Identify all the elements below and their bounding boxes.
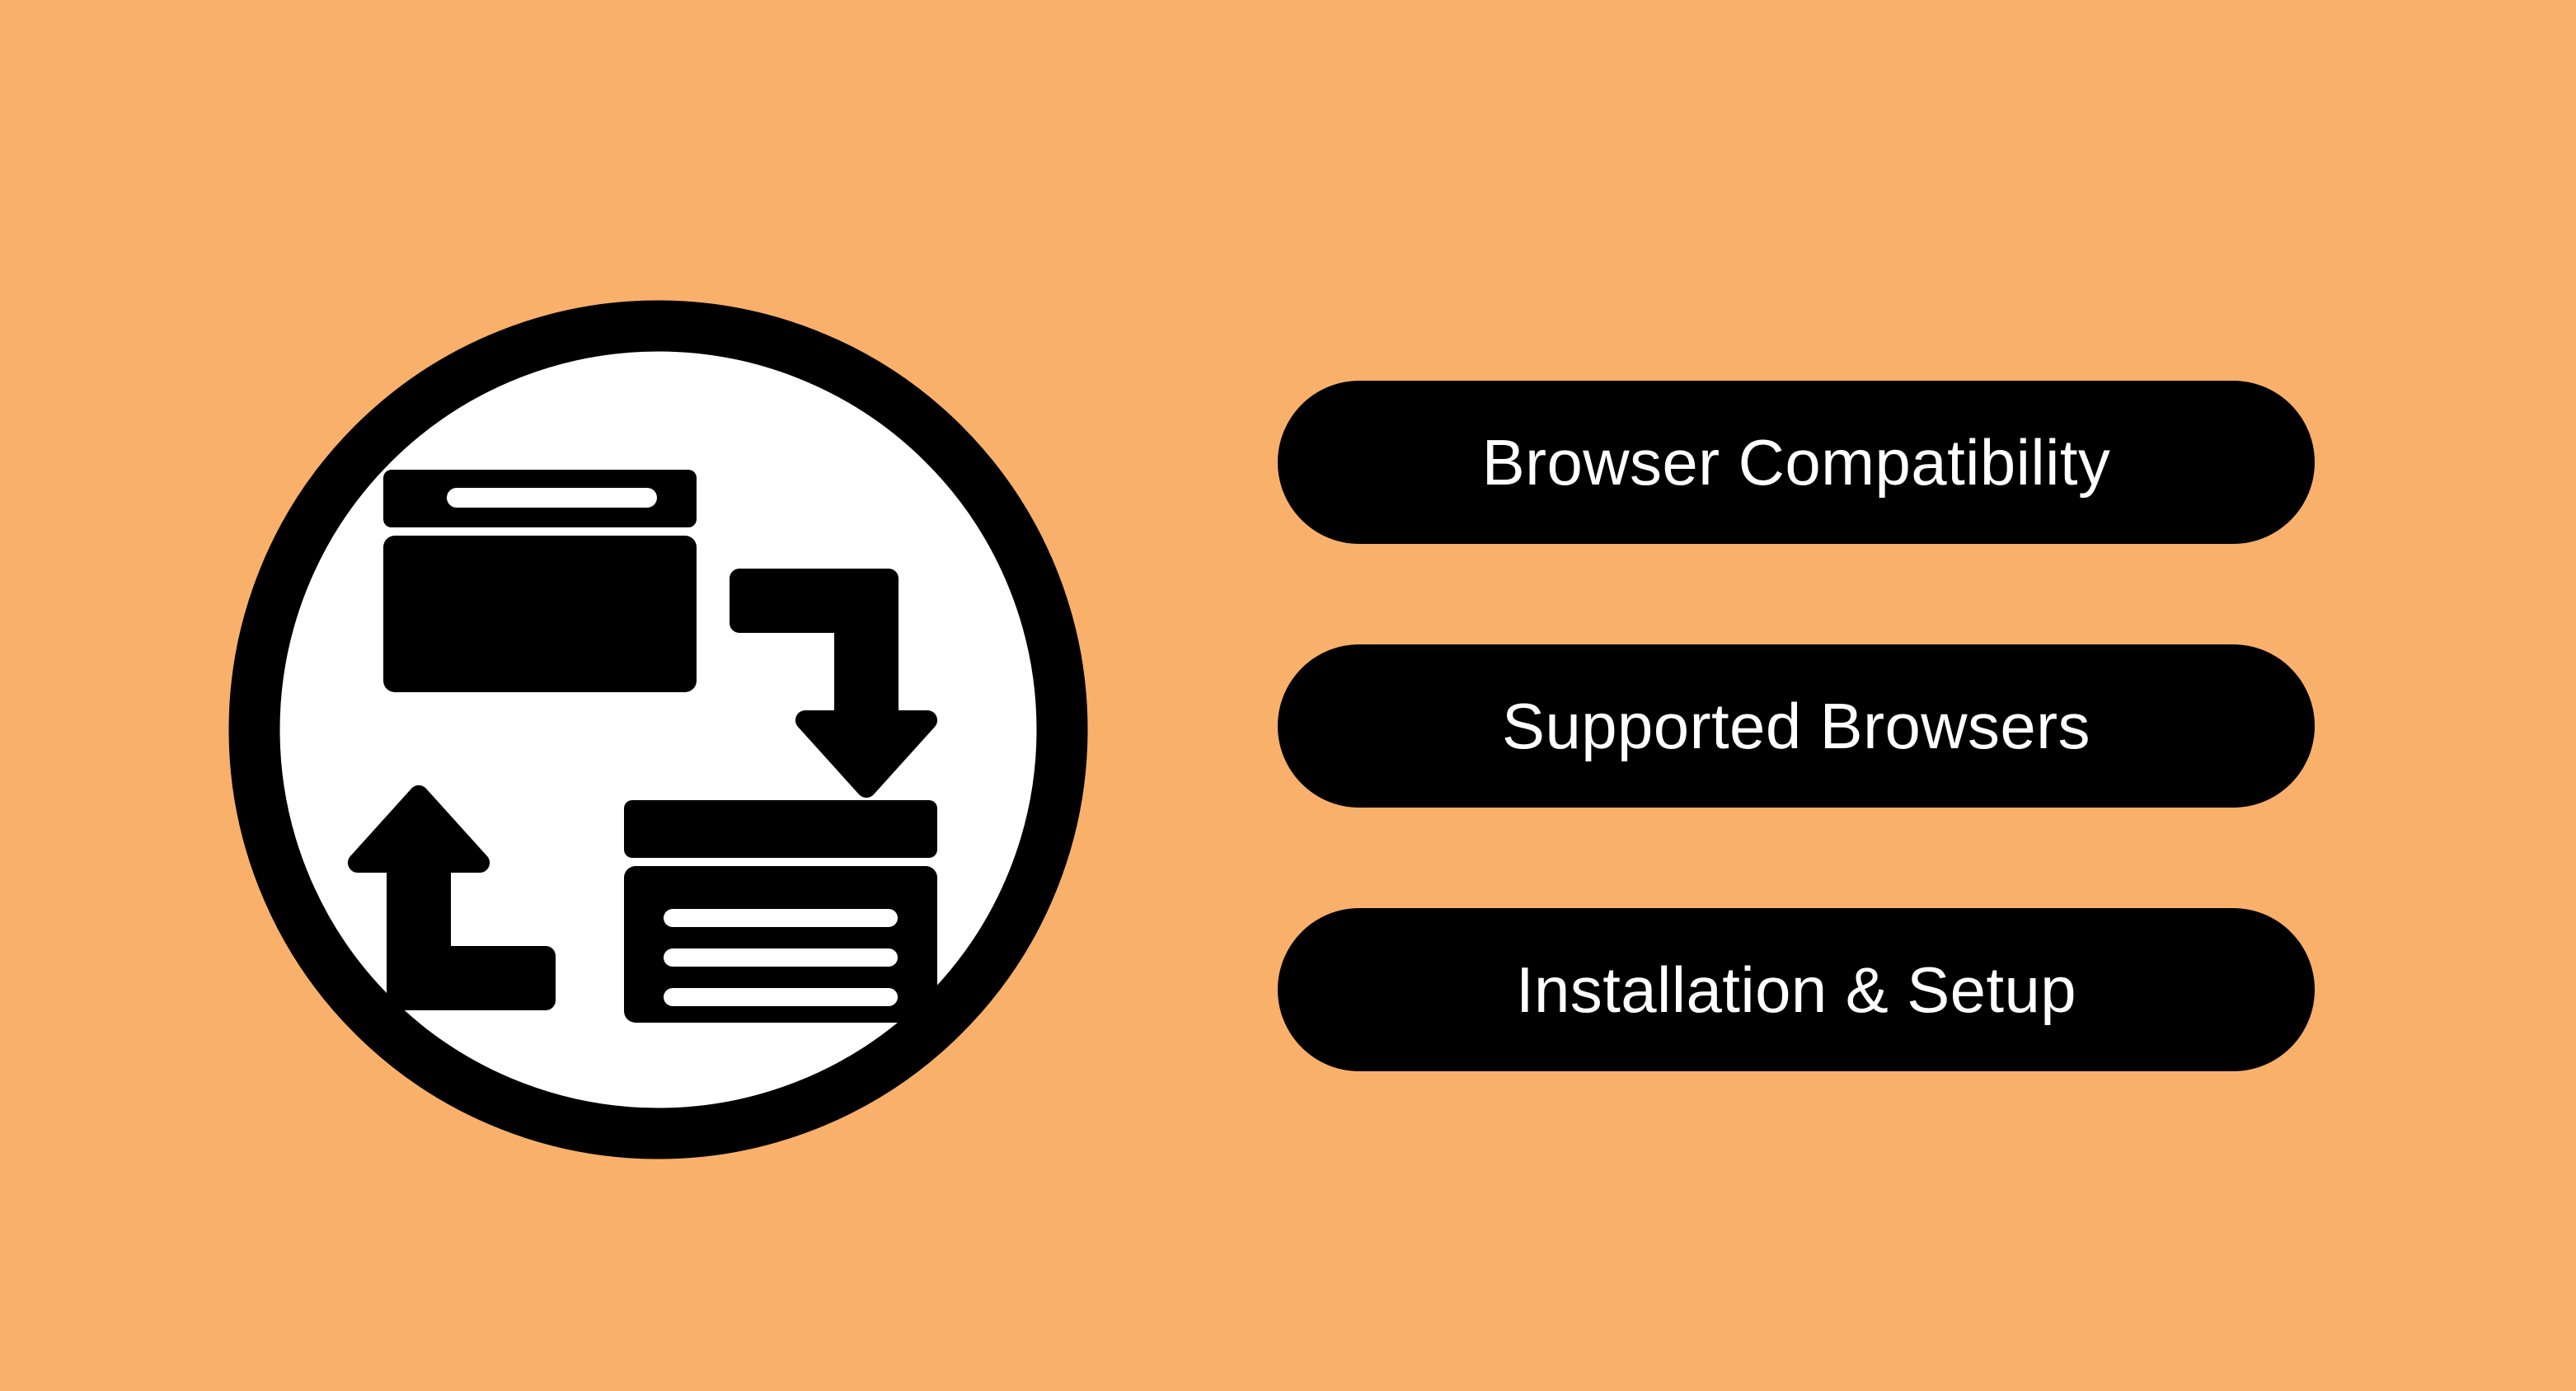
arrow-elbow-right-down	[730, 569, 938, 799]
pill-label-supported-browsers: Supported Browsers	[1502, 690, 2090, 762]
browser-body	[383, 536, 697, 692]
browser-url-bar	[447, 488, 657, 508]
arrow-left-up-head	[347, 784, 490, 873]
document-text-line-1	[664, 909, 898, 927]
arrow-right-down-vertical	[834, 597, 899, 733]
pill-label-browser-compatibility: Browser Compatibility	[1481, 426, 2111, 499]
browser-window-top-left	[383, 470, 697, 692]
document-title-bar	[624, 800, 937, 858]
arrow-left-up-vertical	[387, 844, 451, 980]
document-text-line-3	[664, 988, 898, 1006]
topic-pill-list: Browser Compatibility Supported Browsers…	[1278, 381, 2315, 1071]
pill-installation-and-setup[interactable]: Installation & Setup	[1278, 908, 2315, 1071]
arrow-elbow-left-up	[347, 784, 556, 1010]
document-window-bottom-right	[624, 800, 937, 1023]
pill-browser-compatibility[interactable]: Browser Compatibility	[1278, 381, 2315, 544]
arrow-right-down-head	[795, 710, 938, 799]
pill-supported-browsers[interactable]: Supported Browsers	[1278, 644, 2315, 808]
browser-compatibility-sync-icon	[228, 300, 1088, 1159]
document-text-line-2	[664, 948, 898, 967]
pill-label-installation-and-setup: Installation & Setup	[1515, 953, 2077, 1026]
icon-ring	[228, 300, 1088, 1159]
document-body	[624, 866, 937, 1023]
